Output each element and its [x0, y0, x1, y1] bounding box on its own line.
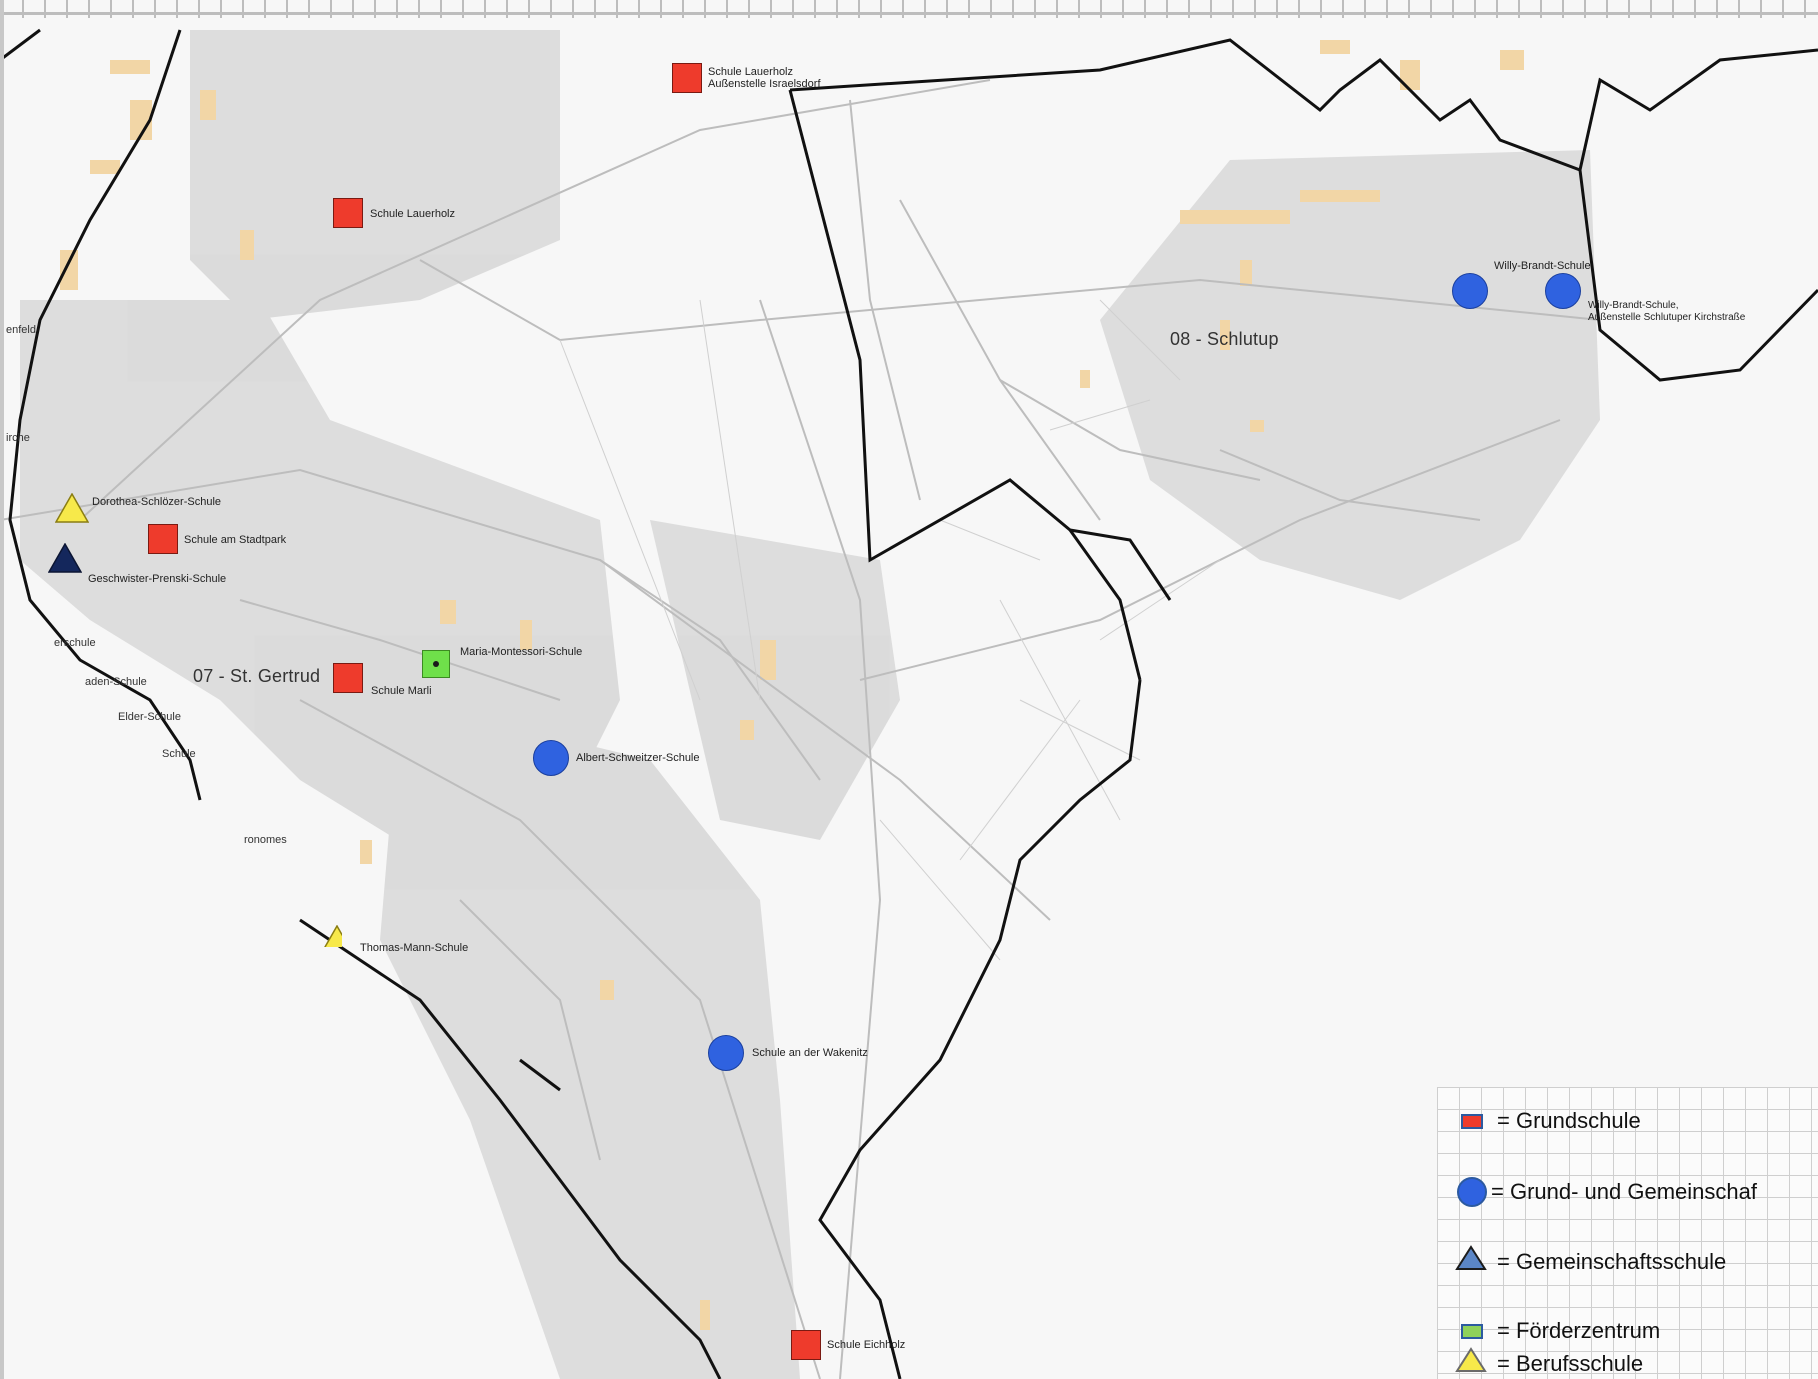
label-albert-schweitzer: Albert-Schweitzer-Schule: [576, 752, 700, 764]
label-willy-brandt-aussen: Willy-Brandt-Schule, Außenstelle Schlutu…: [1588, 300, 1746, 323]
label-eichholz: Schule Eichholz: [827, 1339, 906, 1351]
label-marli: Schule Marli: [371, 685, 432, 697]
partial-label-7: ronomes: [244, 834, 287, 846]
grund-gemeinschaft-marker-wakenitz[interactable]: [708, 1035, 744, 1071]
label-wakenitz: Schule an der Wakenitz: [752, 1047, 868, 1059]
grundschule-marker-lauerholz[interactable]: [333, 198, 363, 228]
partial-label-4: aden-Schule: [85, 676, 147, 688]
grundschule-marker-eichholz[interactable]: [791, 1330, 821, 1360]
label-lauerholz: Schule Lauerholz: [370, 208, 456, 220]
field-lines: [559, 299, 1221, 961]
legend-label: = Förderzentrum: [1497, 1318, 1661, 1343]
label-thomas-mann: Thomas-Mann-Schule: [360, 942, 469, 954]
label-lauerholz-israelsdorf: Schule Lauerholz Außenstelle Israelsdorf: [708, 66, 821, 90]
urban-areas: [20, 30, 1600, 1379]
legend-label: = Berufsschule: [1497, 1351, 1644, 1376]
building-blocks: [60, 40, 1524, 1330]
berufsschule-marker-dorothea[interactable]: [55, 493, 89, 523]
legend-square-icon: [1455, 1314, 1489, 1348]
berufsschule-marker-thomas-mann[interactable]: [320, 925, 342, 947]
district-boundaries: [0, 28, 1818, 1379]
legend-item-grundschule: = Grundschule: [1455, 1104, 1641, 1138]
partial-label-6: Schule: [162, 748, 196, 760]
legend-label: = Grund- und Gemeinschaf: [1491, 1179, 1757, 1204]
grund-gemeinschaft-marker-albert-schweitzer[interactable]: [533, 740, 569, 776]
legend-label: = Gemeinschaftsschule: [1497, 1249, 1727, 1274]
partial-label-2: irche: [6, 432, 30, 444]
grund-gemeinschaft-marker-willy-brandt-aussen[interactable]: [1545, 273, 1581, 309]
label-willy-brandt: Willy-Brandt-Schule: [1494, 260, 1591, 272]
label-stadtpark: Schule am Stadtpark: [184, 534, 287, 546]
legend-label: = Grundschule: [1497, 1108, 1641, 1133]
legend-item-berufsschule: = Berufsschule: [1455, 1347, 1643, 1379]
legend-item-gemeinschaftsschule: = Gemeinschaftsschule: [1455, 1245, 1726, 1279]
top-ruler: [0, 0, 1818, 18]
partial-label-1: enfeld: [6, 324, 36, 336]
montessori-dot-icon: [433, 661, 439, 667]
label-dorothea: Dorothea-Schlözer-Schule: [92, 496, 222, 508]
legend-triangle-icon: [1455, 1245, 1489, 1279]
grundschule-marker-marli[interactable]: [333, 663, 363, 693]
partial-label-5: Elder-Schule: [118, 711, 181, 723]
district-label-schlutup: 08 - Schlutup: [1170, 329, 1279, 349]
legend-item-grund-gemeinschaft: = Grund- und Gemeinschaf: [1455, 1175, 1757, 1209]
gemeinschaftsschule-marker-geschwister-prenski[interactable]: [48, 543, 82, 573]
legend-square-icon: [1455, 1104, 1489, 1138]
legend-triangle-icon: [1455, 1347, 1489, 1379]
district-label-stgertrud: 07 - St. Gertrud: [193, 666, 321, 686]
partial-label-3: erschule: [54, 637, 96, 649]
label-montessori: Maria-Montessori-Schule: [460, 646, 583, 658]
map-legend: = Grundschule = Grund- und Gemeinschaf =…: [1437, 1087, 1818, 1379]
top-ruler-line: [0, 12, 1818, 15]
grundschule-marker-lauerholz-israelsdorf[interactable]: [672, 63, 702, 93]
left-ruler: [0, 0, 4, 1379]
grundschule-marker-stadtpark[interactable]: [148, 524, 178, 554]
streets: [0, 79, 1601, 1379]
grund-gemeinschaft-marker-willy-brandt[interactable]: [1452, 273, 1488, 309]
legend-circle-icon: [1455, 1175, 1489, 1209]
legend-item-foerderzentrum: = Förderzentrum: [1455, 1314, 1660, 1348]
label-geschwister-prenski: Geschwister-Prenski-Schule: [88, 573, 227, 585]
